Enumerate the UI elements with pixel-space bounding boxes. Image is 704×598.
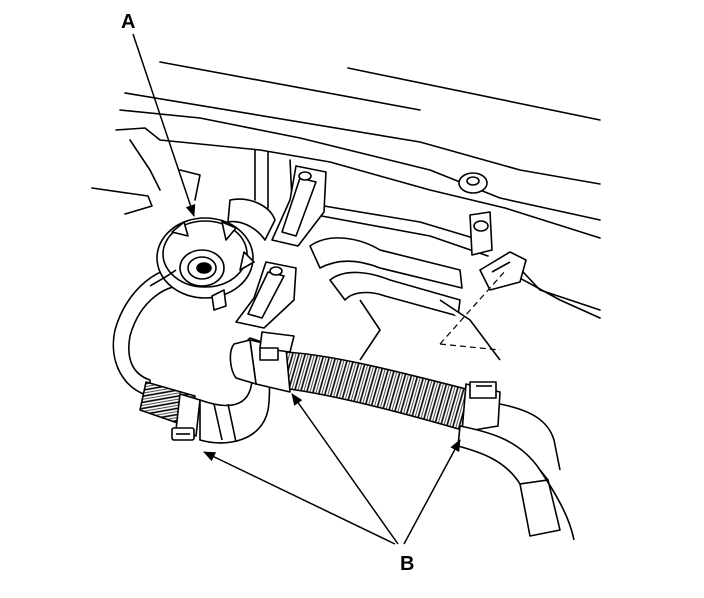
leader-b-left <box>203 451 396 545</box>
upper-bracket <box>271 165 327 247</box>
lower-bracket <box>235 261 297 329</box>
part-a-valve <box>149 217 255 311</box>
guide-line <box>439 269 507 351</box>
leader-b-right <box>403 439 461 545</box>
leader-a <box>132 33 196 217</box>
center-hose-right-fitting <box>457 381 575 541</box>
background-hoses <box>227 198 501 361</box>
callout-label-a: A <box>121 11 136 33</box>
leader-b-middle <box>291 393 399 545</box>
callout-leaders <box>132 33 461 545</box>
center-hose-left-fitting <box>229 331 295 393</box>
left-hose-clamp <box>171 393 201 441</box>
right-bracket <box>469 211 527 291</box>
center-corrugated-hose <box>281 351 471 431</box>
callout-label-b: B <box>400 553 415 575</box>
frame-bolt <box>458 172 488 194</box>
